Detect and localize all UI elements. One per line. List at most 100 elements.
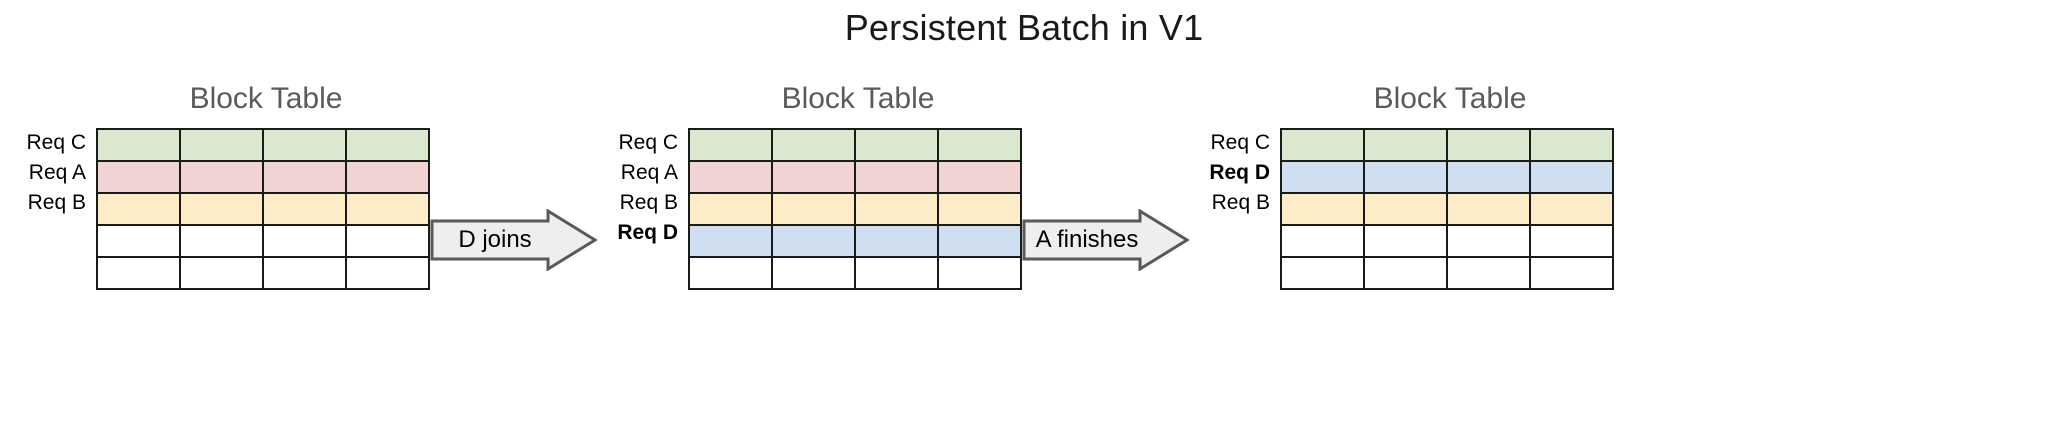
block-cell <box>937 160 1022 194</box>
block-cell <box>771 224 856 258</box>
block-cell <box>179 256 264 290</box>
row-label-req-c: Req C <box>1210 131 1270 154</box>
block-cell <box>262 224 347 258</box>
block-cell <box>1446 256 1531 290</box>
block-cell <box>854 224 939 258</box>
block-cell <box>1280 160 1365 194</box>
block-cell <box>688 192 773 226</box>
block-cell <box>179 160 264 194</box>
table-row <box>1280 128 1614 162</box>
block-cell <box>1529 160 1614 194</box>
block-cell <box>345 128 430 162</box>
table-row <box>1280 160 1614 194</box>
panel-title: Block Table <box>781 82 935 115</box>
row-label-empty <box>1190 248 1270 278</box>
row-label-empty <box>6 218 86 248</box>
block-cell <box>1446 224 1531 258</box>
panel-title: Block Table <box>1373 82 1527 115</box>
block-cell <box>854 160 939 194</box>
block-cell <box>937 256 1022 290</box>
block-cell <box>179 192 264 226</box>
block-cell <box>937 128 1022 162</box>
block-cell <box>688 160 773 194</box>
table-row <box>96 192 430 226</box>
page-title: Persistent Batch in V1 <box>844 7 1204 48</box>
table-row <box>96 224 430 258</box>
block-cell <box>1446 192 1531 226</box>
row-label-req-c: Req C <box>26 131 86 154</box>
block-cell <box>1529 224 1614 258</box>
transition-arrow-wrapper-2: A finishes <box>1022 82 1190 352</box>
block-cell <box>771 160 856 194</box>
block-cell <box>179 224 264 258</box>
row-label-req-b: Req B <box>27 191 86 214</box>
block-cell <box>688 128 773 162</box>
row-label-req-c: Req C <box>618 131 678 154</box>
block-cell <box>96 160 181 194</box>
block-cell <box>345 160 430 194</box>
transition-arrow-wrapper-1: D joins <box>430 82 598 352</box>
block-cell <box>1363 256 1448 290</box>
block-cell <box>1280 192 1365 226</box>
panel-body: Req C Req A Req B <box>6 128 430 290</box>
table-row <box>96 256 430 290</box>
block-cell <box>1446 160 1531 194</box>
table-row <box>96 160 430 194</box>
block-cell <box>345 224 430 258</box>
block-cell <box>96 256 181 290</box>
block-cell <box>771 192 856 226</box>
block-cell <box>1363 224 1448 258</box>
block-cell <box>937 224 1022 258</box>
table-row <box>688 224 1022 258</box>
panel-title: Block Table <box>189 82 343 115</box>
table-row <box>688 160 1022 194</box>
row-label-req-d: Req D <box>617 221 678 244</box>
block-cell <box>96 192 181 226</box>
block-cell <box>688 224 773 258</box>
block-cell <box>1280 256 1365 290</box>
block-cell <box>688 256 773 290</box>
block-cell <box>1363 160 1448 194</box>
block-cell <box>1446 128 1531 162</box>
row-label-req-a: Req A <box>28 161 86 184</box>
block-cell <box>345 192 430 226</box>
row-label-empty <box>6 248 86 278</box>
block-cell <box>854 256 939 290</box>
row-label-req-d: Req D <box>1209 161 1270 184</box>
row-label-req-b: Req B <box>1211 191 1270 214</box>
block-cell <box>771 256 856 290</box>
block-cell <box>1529 192 1614 226</box>
block-cell <box>262 160 347 194</box>
block-cell <box>771 128 856 162</box>
arrow-right-icon: D joins <box>430 209 598 271</box>
block-cell <box>345 256 430 290</box>
block-cell <box>854 128 939 162</box>
row-label-column: Req C Req A Req B <box>6 128 96 278</box>
block-cell <box>1280 224 1365 258</box>
block-cell <box>937 192 1022 226</box>
block-table-grid <box>96 128 430 290</box>
block-cell <box>179 128 264 162</box>
block-cell <box>854 192 939 226</box>
block-cell <box>96 224 181 258</box>
table-row <box>688 192 1022 226</box>
block-cell <box>1280 128 1365 162</box>
block-cell <box>96 128 181 162</box>
table-row <box>688 128 1022 162</box>
block-table-grid <box>688 128 1022 290</box>
row-label-empty <box>598 248 678 278</box>
row-label-column: Req C Req D Req B <box>1190 128 1280 278</box>
table-row <box>688 256 1022 290</box>
block-cell <box>1363 192 1448 226</box>
panel-body: Req C Req D Req B <box>1190 128 1614 290</box>
table-row <box>1280 224 1614 258</box>
block-cell <box>1363 128 1448 162</box>
block-cell <box>262 256 347 290</box>
block-cell <box>262 128 347 162</box>
row-label-empty <box>1190 218 1270 248</box>
block-table-grid <box>1280 128 1614 290</box>
